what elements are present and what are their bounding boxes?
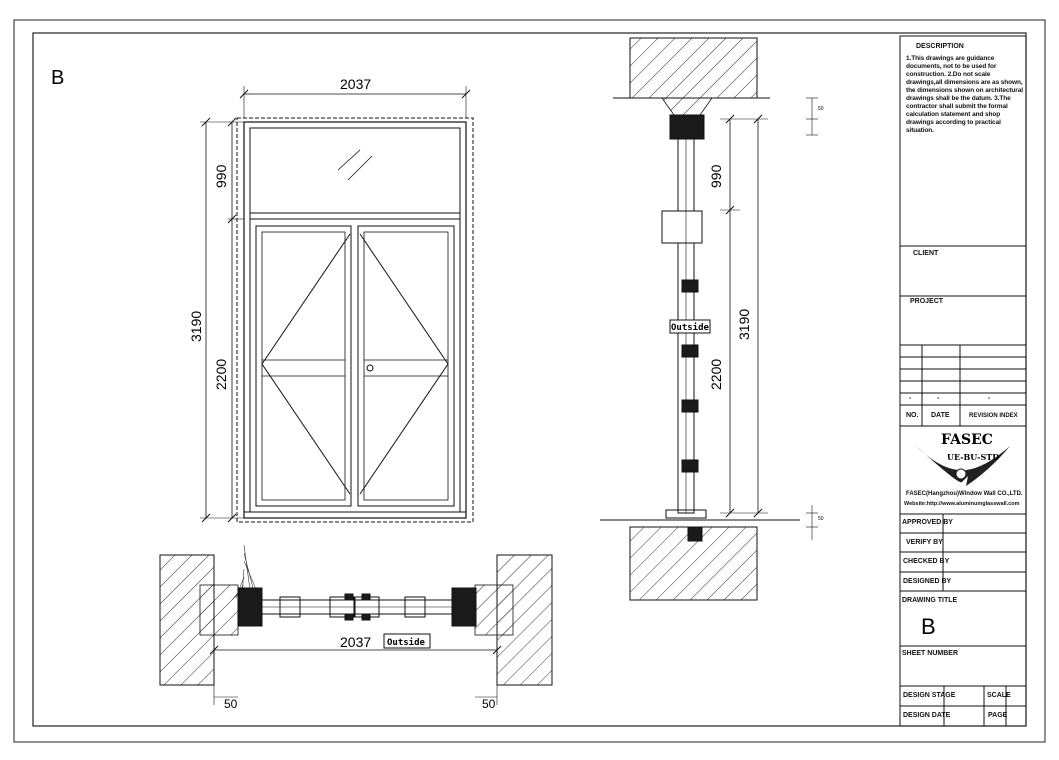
door-handle: [366, 364, 374, 372]
revision-date-label: DATE: [931, 412, 950, 419]
section-dim-50-bottom: 50: [818, 516, 824, 522]
outer-frame: [243, 121, 467, 519]
revision-no-label: NO.: [906, 412, 919, 419]
elevation-width-dim: 2037: [340, 76, 371, 92]
plan-outside-box: [383, 633, 431, 649]
plan-section: [159, 544, 553, 705]
section-transom-height-dim: 990: [708, 164, 724, 188]
sheet-number-label: SHEET NUMBER: [902, 650, 959, 657]
svg-text:UE-BU-STD: UE-BU-STD: [947, 452, 999, 462]
company-website: Website:http://www.aluminumglasswall.com: [904, 501, 1020, 507]
decor-diamond-left: [261, 233, 351, 495]
vertical-section: [600, 37, 818, 601]
left-leaf: [255, 225, 352, 507]
design-date-label: DESIGN DATE: [903, 712, 951, 719]
plan-width-dim: 2037: [340, 634, 371, 650]
verify-by-label: VERIFY BY: [906, 539, 943, 546]
top-slab: [629, 37, 758, 99]
elevation-transom-height-dim: 990: [213, 164, 229, 188]
elevation-door-height-dim: 2200: [213, 359, 229, 390]
designed-by-label: DESIGNED BY: [903, 578, 952, 585]
section-dim-50-top: 50: [818, 106, 824, 112]
plan-dim-50-left: 50: [224, 697, 238, 711]
checked-by-label: CHECKED BY: [903, 558, 950, 565]
view-label: B: [51, 67, 64, 89]
client-label: CLIENT: [913, 250, 939, 257]
svg-text:FASEC: FASEC: [941, 432, 993, 448]
section-outside-label: Outside: [671, 322, 710, 333]
company-name: FASEC(Hangzhou)Window Wall CO.,LTD.: [906, 491, 1023, 497]
revision-dash-2: -: [937, 395, 940, 402]
approved-by-label: APPROVED BY: [902, 519, 953, 526]
revision-index-label: REVISION INDEX: [969, 413, 1018, 419]
elevation-overall-height-dim: 3190: [188, 311, 204, 342]
section-door-height-dim: 2200: [708, 359, 724, 390]
project-label: PROJECT: [910, 298, 944, 305]
company-logo: FASEC UE-BU-STD: [914, 432, 1010, 486]
revision-dash-1: -: [909, 395, 912, 402]
door-elevation: [200, 86, 474, 523]
glass-mark: [337, 149, 361, 171]
description-text: 1.This drawings are guidance documents, …: [906, 55, 1023, 134]
scale-label: SCALE: [987, 692, 1011, 699]
revision-dash-3: -: [988, 395, 991, 402]
opening-outline: [236, 117, 474, 523]
page-label: PAGE: [988, 712, 1008, 719]
plan-dim-50-right: 50: [482, 697, 496, 711]
drawing-title-label: DRAWING TITLE: [902, 597, 958, 604]
section-overall-height-dim: 3190: [736, 309, 752, 340]
section-outside-box: [669, 319, 711, 334]
design-stage-label: DESIGN STAGE: [903, 692, 956, 699]
decor-diamond-right: [359, 233, 449, 495]
plan-outside-label: Outside: [387, 637, 426, 648]
drawing-title-value: B: [921, 614, 936, 639]
title-block-grid: [899, 35, 1027, 727]
description-heading: DESCRIPTION: [916, 43, 964, 50]
outer-border: [13, 19, 1046, 743]
